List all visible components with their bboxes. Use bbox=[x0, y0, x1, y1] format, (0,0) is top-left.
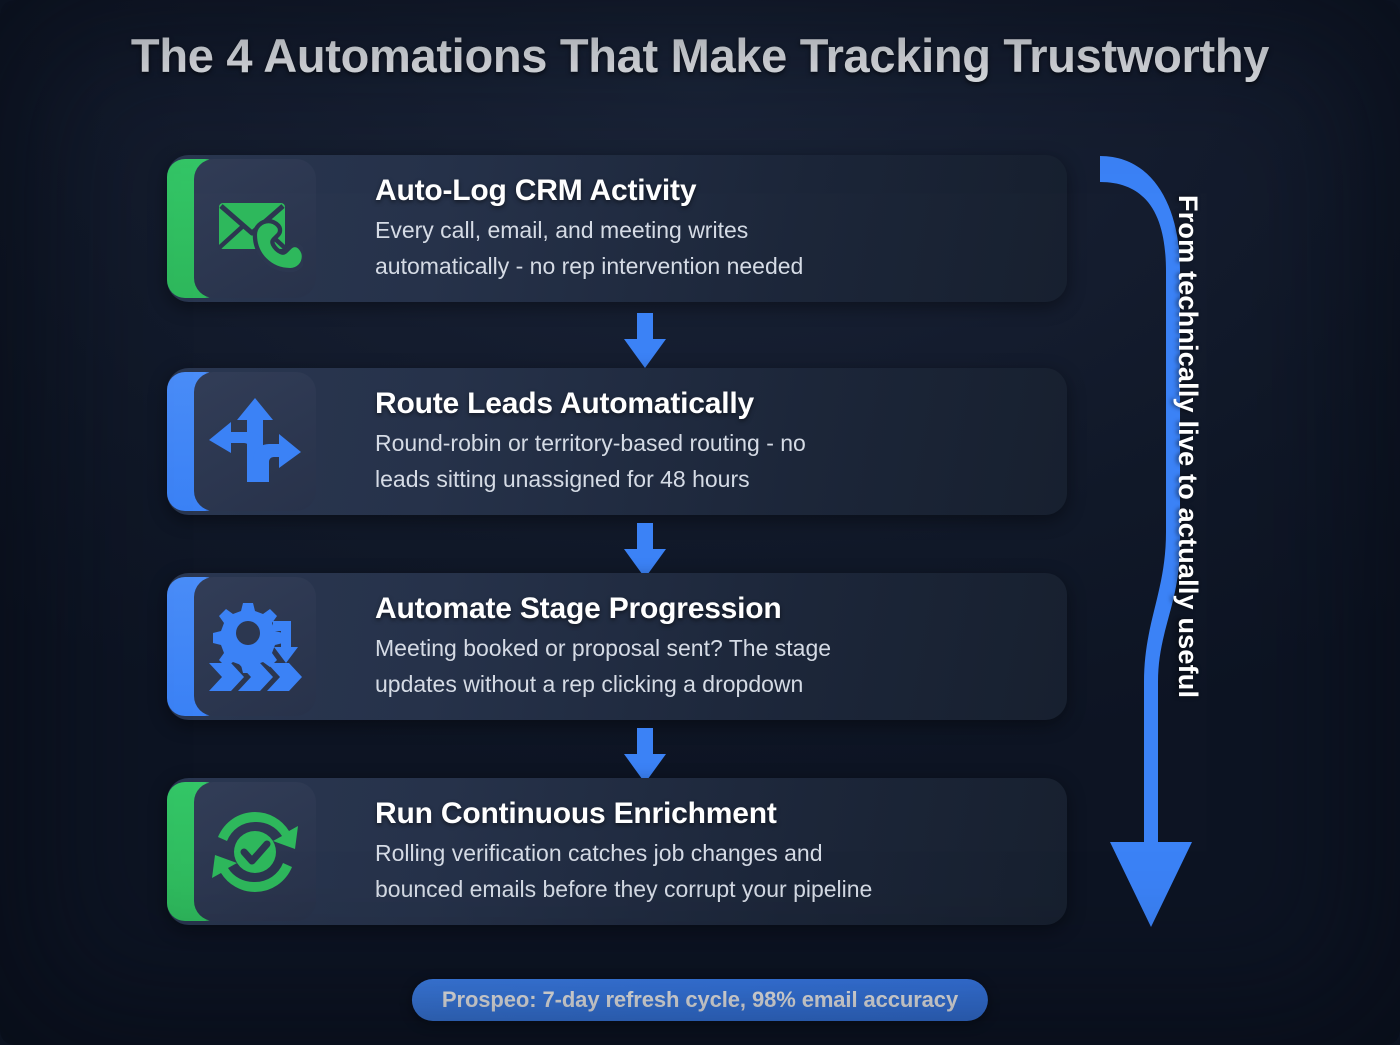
card-title: Auto-Log CRM Activity bbox=[375, 174, 697, 207]
envelope-phone-icon bbox=[194, 159, 316, 298]
card-title: Run Continuous Enrichment bbox=[375, 797, 777, 830]
automation-card-1: Auto-Log CRM Activity Every call, email,… bbox=[167, 155, 1067, 302]
card-body: Route Leads Automatically Round-robin or… bbox=[375, 387, 1047, 497]
automation-card-3: Automate Stage Progression Meeting booke… bbox=[167, 573, 1067, 720]
card-description: Meeting booked or proposal sent? The sta… bbox=[375, 635, 832, 697]
card-title: Route Leads Automatically bbox=[375, 387, 754, 420]
three-way-arrow-icon bbox=[194, 372, 316, 511]
connector-arrow-2 bbox=[617, 523, 673, 581]
flow-sweep-arrow bbox=[1092, 152, 1238, 942]
card-description: Round-robin or territory-based routing -… bbox=[375, 430, 806, 492]
gear-chevrons-icon bbox=[194, 577, 316, 716]
page-title: The 4 Automations That Make Tracking Tru… bbox=[130, 29, 1270, 82]
footer-badge: Prospeo: 7-day refresh cycle, 98% email … bbox=[411, 979, 989, 1021]
automation-card-4: Run Continuous Enrichment Rolling verifi… bbox=[167, 778, 1067, 925]
card-title: Automate Stage Progression bbox=[375, 592, 782, 625]
card-body: Run Continuous Enrichment Rolling verifi… bbox=[375, 797, 1047, 907]
card-body: Auto-Log CRM Activity Every call, email,… bbox=[375, 174, 1047, 284]
sweep-arrow-label: From technically live to actually useful bbox=[1173, 195, 1203, 699]
connector-arrow-3 bbox=[617, 728, 673, 786]
card-description: Every call, email, and meeting writes au… bbox=[375, 217, 804, 279]
card-description: Rolling verification catches job changes… bbox=[375, 840, 873, 902]
card-body: Automate Stage Progression Meeting booke… bbox=[375, 592, 1047, 702]
automation-card-2: Route Leads Automatically Round-robin or… bbox=[167, 368, 1067, 515]
refresh-check-icon bbox=[194, 782, 316, 921]
connector-arrow-1 bbox=[617, 313, 673, 371]
